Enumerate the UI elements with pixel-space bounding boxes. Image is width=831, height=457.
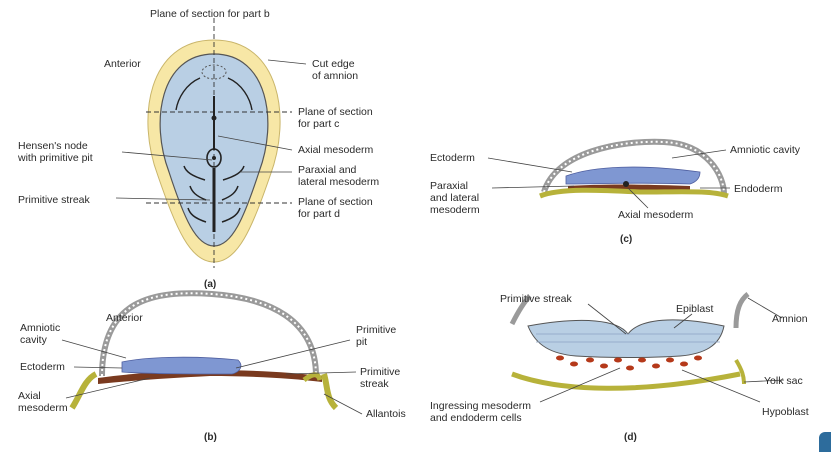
- hensen-label-2: with primitive pit: [18, 152, 93, 164]
- hypoblast-label: Hypoblast: [762, 406, 809, 418]
- streak-label-d: Primitive streak: [500, 293, 572, 305]
- caption-c: (c): [620, 234, 632, 245]
- plane-d-label-2: for part d: [298, 208, 340, 220]
- axial-label-b-1: Axial: [18, 390, 41, 402]
- corner-tab: [819, 432, 831, 452]
- axial-label-a: Axial mesoderm: [298, 144, 373, 156]
- ingressing-label-2: and endoderm cells: [430, 412, 522, 424]
- panel-a-drawing: [116, 18, 306, 268]
- epiblast-label: Epiblast: [676, 303, 713, 315]
- yolk-sac-label: Yolk sac: [764, 375, 803, 387]
- streak-label-b-1: Primitive: [360, 366, 400, 378]
- endoderm-label-c: Endoderm: [734, 183, 782, 195]
- anterior-label-a: Anterior: [104, 58, 141, 70]
- anterior-label-b: Anterior: [106, 312, 143, 324]
- panel-c-drawing: [488, 142, 730, 208]
- axial-label-c: Axial mesoderm: [618, 209, 693, 221]
- ectoderm-label-b: Ectoderm: [20, 361, 65, 373]
- caption-a: (a): [204, 279, 216, 290]
- amniotic-label-b-1: Amniotic: [20, 322, 60, 334]
- paraxial-label-c-3: mesoderm: [430, 204, 480, 216]
- ectoderm-label-c: Ectoderm: [430, 152, 475, 164]
- plane-d-label-1: Plane of section: [298, 196, 373, 208]
- amnion-label: Amnion: [772, 313, 808, 325]
- axial-label-b-2: mesoderm: [18, 402, 68, 414]
- caption-d: (d): [624, 432, 637, 443]
- streak-label-a: Primitive streak: [18, 194, 90, 206]
- streak-label-b-2: streak: [360, 378, 389, 390]
- paraxial-label-a-2: lateral mesoderm: [298, 176, 379, 188]
- hensen-label-1: Hensen's node: [18, 140, 88, 152]
- paraxial-label-c-1: Paraxial: [430, 180, 468, 192]
- amniotic-label-c: Amniotic cavity: [730, 144, 800, 156]
- plane-b-label: Plane of section for part b: [150, 8, 270, 20]
- caption-b: (b): [204, 432, 217, 443]
- allantois-label: Allantois: [366, 408, 406, 420]
- plane-c-label-1: Plane of section: [298, 106, 373, 118]
- cut-edge-label-2: of amnion: [312, 70, 358, 82]
- panel-d-drawing: [512, 294, 784, 402]
- amniotic-label-b-2: cavity: [20, 334, 47, 346]
- pit-label-b-2: pit: [356, 336, 367, 348]
- ingressing-label-1: Ingressing mesoderm: [430, 400, 531, 412]
- paraxial-label-c-2: and lateral: [430, 192, 479, 204]
- cut-edge-label-1: Cut edge: [312, 58, 355, 70]
- paraxial-label-a-1: Paraxial and: [298, 164, 356, 176]
- plane-c-label-2: for part c: [298, 118, 339, 130]
- pit-label-b-1: Primitive: [356, 324, 396, 336]
